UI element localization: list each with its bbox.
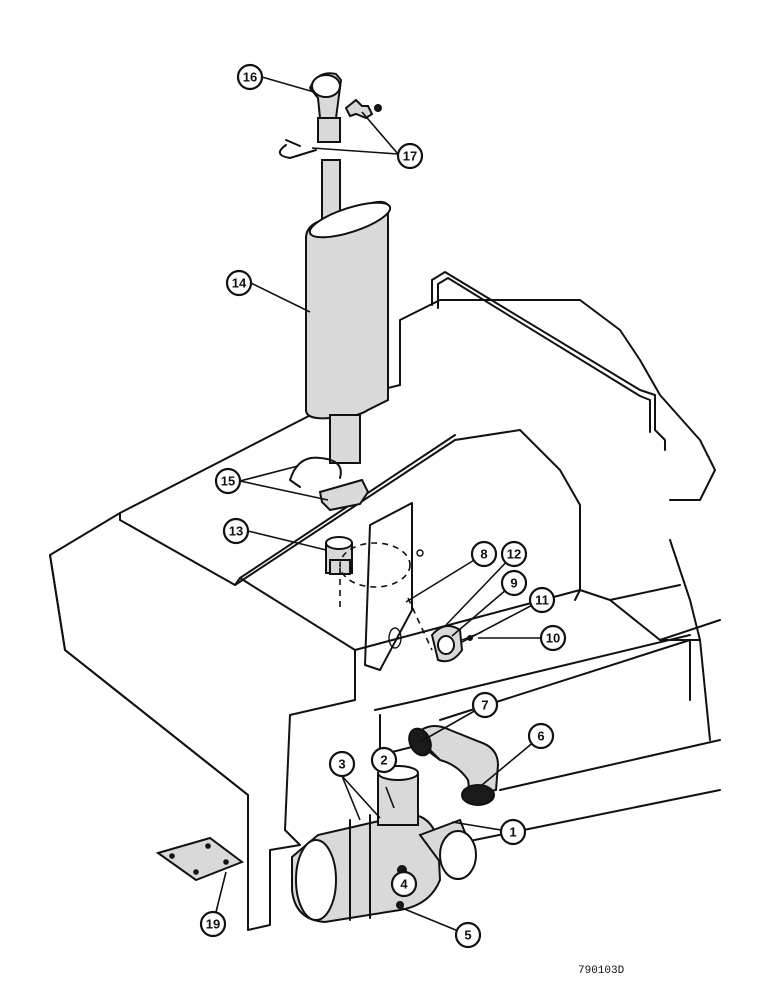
callout-5-label: 5 bbox=[464, 928, 471, 943]
callout-6-label: 6 bbox=[537, 729, 544, 744]
callout-12-label: 12 bbox=[507, 547, 521, 562]
clamp-17 bbox=[279, 98, 382, 159]
callout-9: 9 bbox=[500, 569, 528, 597]
callout-17-label: 17 bbox=[403, 149, 417, 164]
callout-4-label: 4 bbox=[400, 877, 408, 892]
exhaust-rain-cap bbox=[308, 72, 343, 143]
callout-2: 2 bbox=[370, 746, 398, 774]
callout-14: 14 bbox=[225, 269, 253, 297]
callout-16-label: 16 bbox=[243, 70, 257, 85]
callout-6: 6 bbox=[527, 722, 555, 750]
callout-2-label: 2 bbox=[380, 753, 387, 768]
air-cleaner bbox=[291, 765, 477, 924]
callout-11: 11 bbox=[528, 586, 556, 614]
callout-7-label: 7 bbox=[481, 698, 488, 713]
callout-11-label: 11 bbox=[535, 593, 549, 608]
callout-8: 8 bbox=[470, 540, 498, 568]
cover-plate bbox=[155, 836, 245, 882]
callout-15-label: 15 bbox=[221, 474, 235, 489]
callout-10-label: 10 bbox=[546, 631, 560, 646]
callout-17: 17 bbox=[396, 142, 424, 170]
leader-lines bbox=[212, 76, 553, 936]
callout-13: 13 bbox=[222, 517, 250, 545]
callout-16: 16 bbox=[236, 63, 264, 91]
muffler bbox=[305, 159, 392, 464]
callout-3: 3 bbox=[328, 750, 356, 778]
callout-19-label: 19 bbox=[206, 917, 220, 932]
callout-15: 15 bbox=[214, 467, 242, 495]
clamp-15 bbox=[289, 456, 370, 512]
callout-12: 12 bbox=[500, 540, 528, 568]
exhaust-adapter bbox=[325, 536, 353, 575]
mounting-bracket bbox=[339, 502, 433, 671]
callout-5: 5 bbox=[454, 921, 482, 949]
callout-3-label: 3 bbox=[338, 757, 345, 772]
callout-7: 7 bbox=[471, 691, 499, 719]
callout-14-label: 14 bbox=[232, 276, 247, 291]
callout-8-label: 8 bbox=[480, 547, 487, 562]
callout-4: 4 bbox=[390, 870, 418, 898]
callout-10: 10 bbox=[539, 624, 567, 652]
callout-1-label: 1 bbox=[509, 825, 516, 840]
drawing-number: 790103D bbox=[578, 965, 625, 977]
callout-19: 19 bbox=[199, 910, 227, 938]
callout-1: 1 bbox=[499, 818, 527, 846]
callout-13-label: 13 bbox=[229, 524, 243, 539]
callout-9-label: 9 bbox=[510, 576, 517, 591]
intake-hose bbox=[408, 725, 500, 806]
